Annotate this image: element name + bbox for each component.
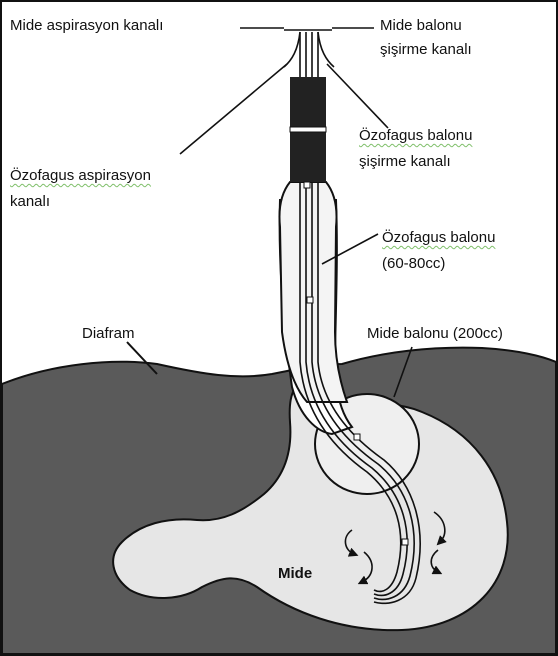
label-esophageal-aspiration-2: kanalı [10, 192, 50, 211]
squiggle-word: Özofagus aspirasyon [10, 167, 151, 184]
label-stomach-balloon: Mide balonu (200cc) [367, 324, 503, 343]
squiggle-word: Özofagus balonu [382, 229, 495, 246]
label-stomach-balloon-inflation-2: şişirme kanalı [380, 40, 472, 59]
gap-highlight [290, 127, 326, 132]
upper-connector [290, 77, 326, 127]
tube-marker [402, 539, 408, 545]
label-esophageal-balloon-2: (60-80cc) [382, 254, 445, 273]
squiggle-word: Özofagus balonu [359, 127, 472, 144]
label-esophageal-balloon-inflation-2: şişirme kanalı [359, 152, 451, 171]
label-stomach: Mide [278, 564, 312, 583]
label-esophageal-balloon-inflation-1: Özofagus balonu [359, 126, 472, 145]
channel-splits [284, 30, 334, 67]
label-esophageal-aspiration-1: Özofagus aspirasyon [10, 166, 151, 185]
middle-connector [290, 132, 326, 182]
tube-marker [304, 182, 310, 188]
label-stomach-balloon-inflation-1: Mide balonu [380, 16, 462, 35]
tube-marker [307, 297, 313, 303]
tube-marker [354, 434, 360, 440]
label-esophageal-balloon-1: Özofagus balonu [382, 228, 495, 247]
label-stomach-aspiration: Mide aspirasyon kanalı [10, 16, 163, 35]
label-diaphragm: Diafram [82, 324, 135, 343]
